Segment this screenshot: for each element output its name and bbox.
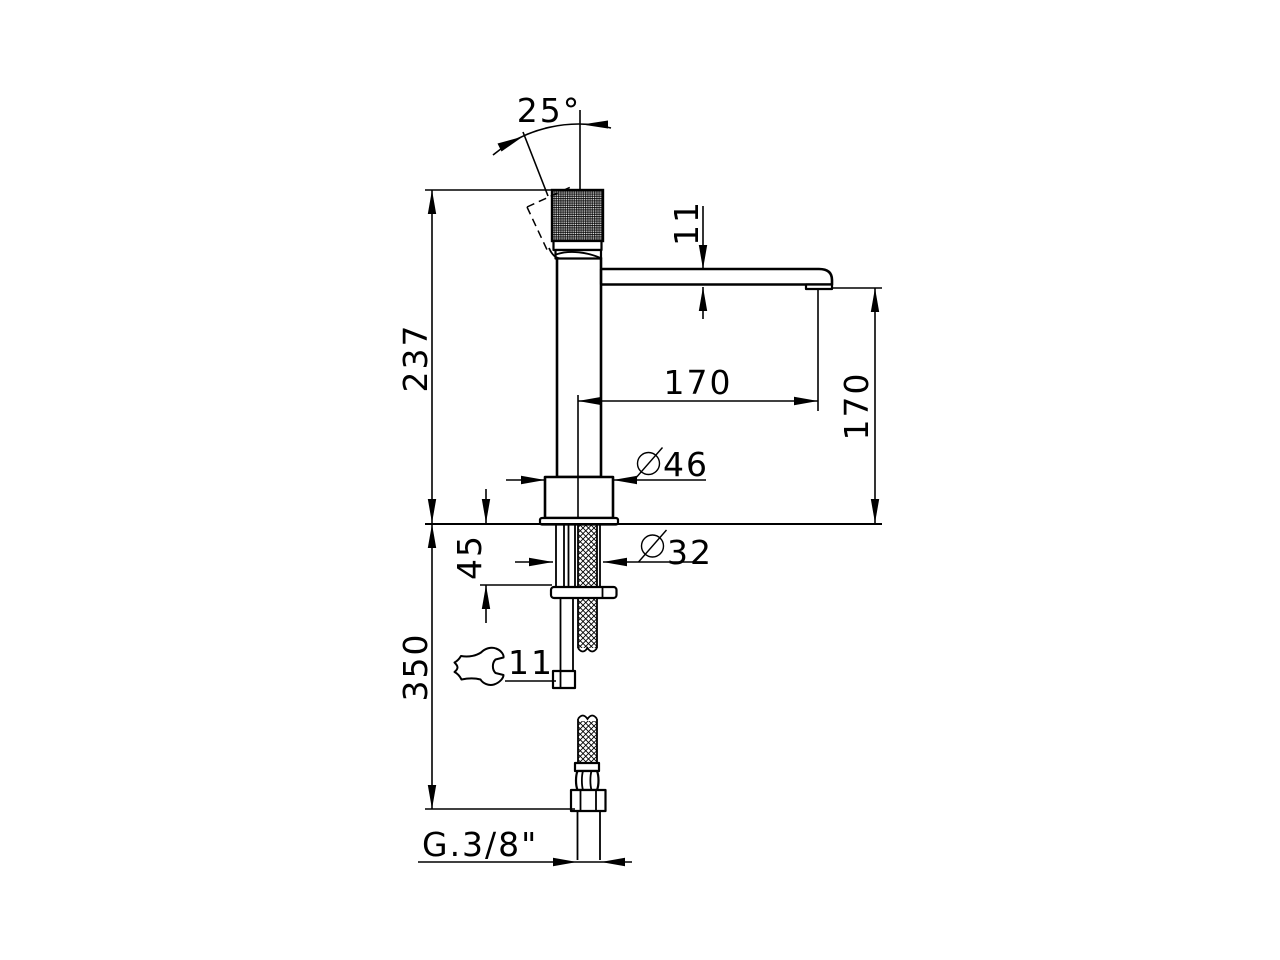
hose-length-350-label: 350 xyxy=(396,633,435,702)
body-column xyxy=(555,256,603,479)
angle-arrow-right xyxy=(582,120,608,129)
tilted-handle-ghost xyxy=(526,185,574,255)
base-diameter-value: 46 xyxy=(663,445,709,484)
connection-thread-label: G.3/8" xyxy=(422,825,538,864)
dim-spout-height-170: 170 xyxy=(832,287,882,523)
dim-handle-angle: 25° xyxy=(492,91,612,255)
dim-base-diameter-46: 46 xyxy=(506,445,709,485)
hose-crimp-ring xyxy=(573,761,601,773)
height-237-label: 237 xyxy=(396,324,435,393)
angle-arrow-left xyxy=(497,136,523,152)
spout-thickness-label: 11 xyxy=(667,200,706,246)
dim-shank-diameter-32: 32 xyxy=(515,529,713,572)
faucet-outline xyxy=(425,188,882,860)
handle-neck xyxy=(554,248,603,260)
spout-reach-170-label: 170 xyxy=(664,363,733,402)
fixing-rod xyxy=(559,598,574,671)
hose-break-top xyxy=(577,714,598,721)
spout xyxy=(595,267,834,286)
mounting-washer xyxy=(549,585,618,600)
dim-spout-thickness: 11 xyxy=(667,200,708,319)
wrench-size-callout: 11 xyxy=(453,643,556,686)
hose-connection-nut xyxy=(569,788,607,813)
supply-hose-lower xyxy=(569,714,607,860)
handle-angle-label: 25° xyxy=(517,91,582,130)
connection-tube xyxy=(576,811,601,860)
handle-pivot-seam xyxy=(548,247,601,260)
hose-break-bottom xyxy=(577,646,598,653)
handle-collar xyxy=(552,239,603,252)
diameter-symbol-icon xyxy=(633,447,664,480)
hose-crimp-ribs xyxy=(580,770,593,791)
dim-hose-length-350: 350 xyxy=(396,524,575,810)
hose-braid-lower xyxy=(578,721,597,763)
shank-diameter-value: 32 xyxy=(667,533,713,572)
diameter-symbol-icon xyxy=(637,529,668,563)
dim-deck-thickness-45: 45 xyxy=(450,489,552,623)
hose-crimp-body xyxy=(574,769,600,792)
hose-connection-nut-facets xyxy=(579,790,597,811)
wrench-size-label: 11 xyxy=(508,643,554,682)
open-end-wrench-icon xyxy=(453,646,505,686)
handle-knurl xyxy=(550,188,605,243)
deck-thickness-45-label: 45 xyxy=(450,534,489,580)
spout-height-170-label: 170 xyxy=(837,372,876,441)
dim-connection-thread: G.3/8" xyxy=(418,825,632,867)
aerator xyxy=(804,283,834,291)
base-cylinder xyxy=(543,475,615,520)
fixing-rod-nut xyxy=(551,669,577,690)
dim-spout-reach-170: 170 xyxy=(577,289,819,518)
dim-height-237: 237 xyxy=(396,189,553,523)
